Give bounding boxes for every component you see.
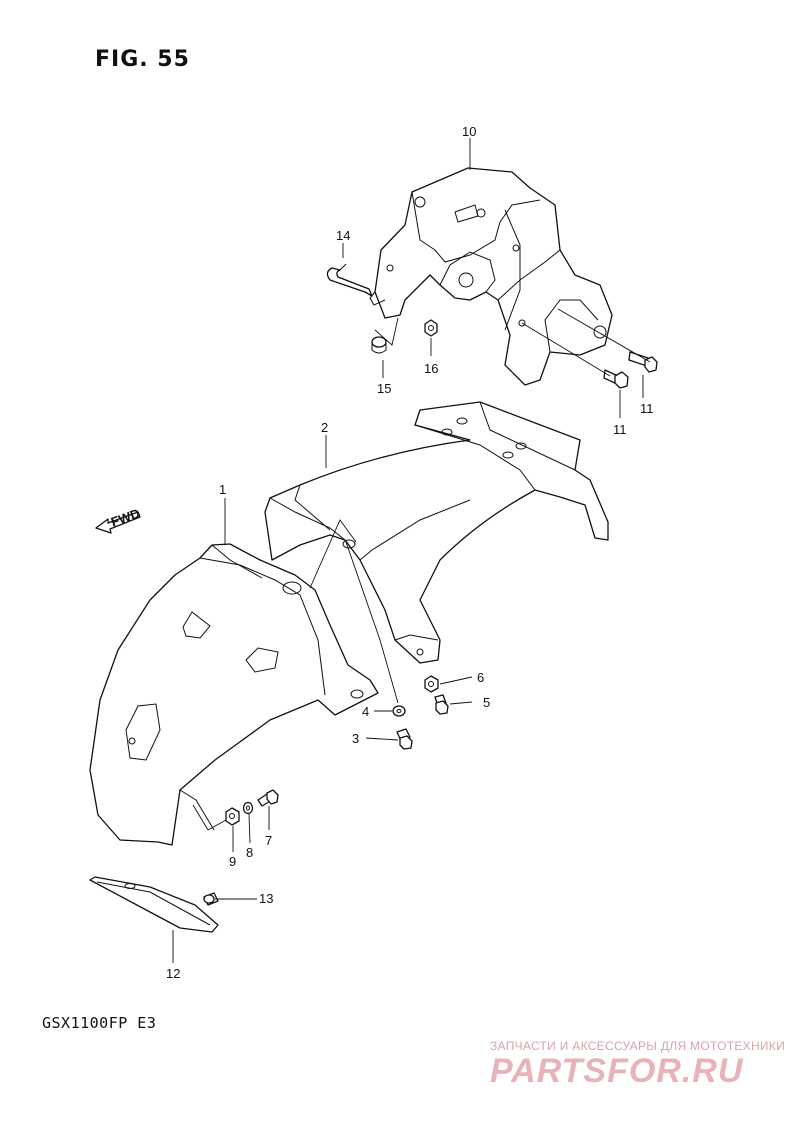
figure-title: FIG. 55: [95, 47, 190, 72]
callout-15: 15: [377, 381, 391, 396]
callout-2: 2: [321, 420, 328, 435]
washer-part-4: [392, 705, 406, 717]
callout-16: 16: [424, 361, 438, 376]
bracket-part-10: [369, 167, 613, 386]
nut-part-6: [424, 675, 439, 693]
callout-13: 13: [259, 891, 273, 906]
callout-14: 14: [336, 228, 350, 243]
callout-12: 12: [166, 966, 180, 981]
watermark-logo: PARTSFOR.RU: [490, 1052, 744, 1090]
fwd-arrow-icon: FWD: [95, 506, 142, 534]
callout-10: 10: [462, 124, 476, 139]
callout-5: 5: [483, 695, 490, 710]
bolt-part-7: [257, 789, 279, 807]
nut-part-9: [225, 807, 240, 826]
bolt-part-11-lower: [603, 369, 629, 389]
nut-part-16: [424, 319, 438, 337]
callout-4: 4: [362, 704, 369, 719]
callout-3: 3: [352, 731, 359, 746]
pin-part-14: [326, 263, 373, 297]
model-code: GSX1100FP E3: [42, 1014, 157, 1032]
plate-part-12: [89, 876, 219, 933]
callout-1: 1: [219, 482, 226, 497]
fender-part-1: [89, 543, 379, 846]
callout-9: 9: [229, 854, 236, 869]
leader-lines: [172, 138, 651, 963]
bolt-part-3: [396, 728, 413, 750]
callout-11-lower: 11: [613, 422, 627, 437]
cushion-part-15: [371, 336, 387, 354]
screw-part-13: [203, 892, 219, 906]
callout-numbers: 10 14 15 16 11 11 2 1 4 3 5 6 7 8 9 13 1…: [166, 124, 654, 981]
fwd-label: FWD: [109, 506, 142, 530]
watermark-subtitle: ЗАПЧАСТИ И АКСЕССУАРЫ ДЛЯ МОТОТЕХНИКИ: [490, 1039, 786, 1053]
callout-11-upper: 11: [640, 401, 654, 416]
washer-part-8: [242, 801, 254, 815]
rear-fender-part-2: [264, 401, 609, 664]
callout-8: 8: [246, 845, 253, 860]
bolt-part-11-upper: [628, 351, 658, 373]
callout-6: 6: [477, 670, 484, 685]
bolt-part-5: [434, 694, 449, 715]
callout-7: 7: [265, 833, 272, 848]
